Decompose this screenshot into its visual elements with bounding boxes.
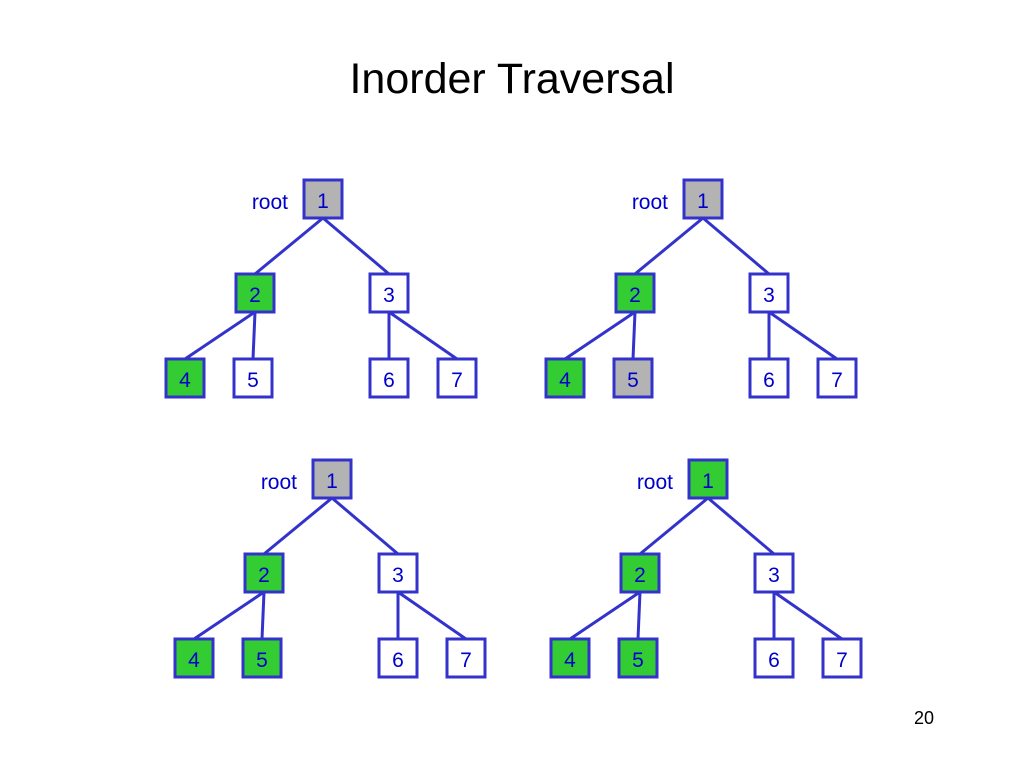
tree-edge: [631, 311, 637, 360]
tree-edge: [322, 216, 390, 276]
tree-node-5: [617, 637, 659, 679]
tree-edge: [263, 496, 333, 556]
tree-node-label: 6: [383, 369, 395, 392]
tree-edge: [254, 216, 324, 276]
tree-node-label: 2: [258, 564, 270, 587]
tree-node-4: [164, 357, 206, 399]
tree-node-label: 1: [697, 190, 709, 213]
tree-edge: [331, 496, 399, 556]
tree-node-1: [682, 178, 724, 220]
tree-node-label: 4: [188, 649, 200, 672]
tree-node-4: [173, 637, 215, 679]
tree-node-label: 7: [451, 369, 463, 392]
tree-node-label: 6: [763, 369, 775, 392]
tree-node-5: [232, 357, 274, 399]
tree-edge: [564, 310, 636, 361]
root-label: root: [637, 471, 673, 494]
tree-edge: [707, 496, 775, 556]
tree-node-label: 2: [629, 284, 641, 307]
tree-node-label: 3: [383, 284, 395, 307]
tree-node-3: [377, 552, 419, 594]
tree-edge: [773, 590, 843, 641]
tree-edge: [639, 496, 709, 556]
tree-node-4: [544, 357, 586, 399]
tree-node-label: 1: [702, 470, 714, 493]
tree-edge: [388, 310, 458, 361]
tree-edge: [251, 311, 257, 360]
tree-node-4: [549, 637, 591, 679]
tree-panel-4: root 1 2 3 4 5 6 7: [549, 458, 863, 679]
slide-title: Inorder Traversal: [349, 55, 675, 103]
tree-node-1: [302, 178, 344, 220]
tree-node-label: 5: [627, 369, 639, 392]
tree-edge: [193, 590, 265, 641]
tree-edge: [768, 310, 838, 361]
tree-node-7: [436, 357, 478, 399]
tree-node-2: [619, 552, 661, 594]
tree-node-label: 2: [249, 284, 261, 307]
root-label: root: [632, 191, 668, 214]
tree-node-label: 1: [326, 470, 338, 493]
tree-node-label: 5: [256, 649, 268, 672]
tree-node-6: [753, 637, 795, 679]
tree-node-label: 3: [763, 284, 775, 307]
tree-node-6: [748, 357, 790, 399]
tree-edge: [569, 590, 641, 641]
tree-edge: [260, 591, 266, 640]
tree-edge: [702, 216, 770, 276]
tree-node-3: [748, 272, 790, 314]
tree-node-2: [614, 272, 656, 314]
tree-edge: [634, 216, 704, 276]
tree-panel-2: root 1 2 3 4 5 6 7: [544, 178, 858, 399]
tree-node-2: [243, 552, 285, 594]
tree-node-label: 4: [564, 649, 576, 672]
tree-edge: [397, 590, 467, 641]
tree-node-7: [816, 357, 858, 399]
tree-edge: [184, 310, 256, 361]
tree-node-6: [368, 357, 410, 399]
root-label: root: [252, 191, 288, 214]
tree-node-label: 6: [392, 649, 404, 672]
tree-node-6: [377, 637, 419, 679]
root-label: root: [261, 471, 297, 494]
tree-node-label: 5: [632, 649, 644, 672]
tree-node-2: [234, 272, 276, 314]
tree-node-label: 6: [768, 649, 780, 672]
tree-node-label: 4: [179, 369, 191, 392]
tree-node-7: [445, 637, 487, 679]
tree-node-1: [687, 458, 729, 500]
tree-node-5: [612, 357, 654, 399]
tree-node-5: [241, 637, 283, 679]
tree-node-label: 3: [392, 564, 404, 587]
tree-node-label: 2: [634, 564, 646, 587]
tree-node-label: 4: [559, 369, 571, 392]
tree-node-3: [753, 552, 795, 594]
tree-node-3: [368, 272, 410, 314]
tree-node-label: 7: [836, 649, 848, 672]
slide-number: 20: [913, 708, 935, 728]
tree-node-1: [311, 458, 353, 500]
tree-panel-3: root 1 2 3 4 5 6 7: [173, 458, 487, 679]
tree-node-label: 3: [768, 564, 780, 587]
tree-node-7: [821, 637, 863, 679]
tree-panel-1: root 1 2 3 4 5 6 7: [164, 178, 478, 399]
tree-node-label: 5: [247, 369, 259, 392]
tree-edge: [636, 591, 642, 640]
tree-node-label: 7: [460, 649, 472, 672]
tree-node-label: 1: [317, 190, 329, 213]
tree-node-label: 7: [831, 369, 843, 392]
